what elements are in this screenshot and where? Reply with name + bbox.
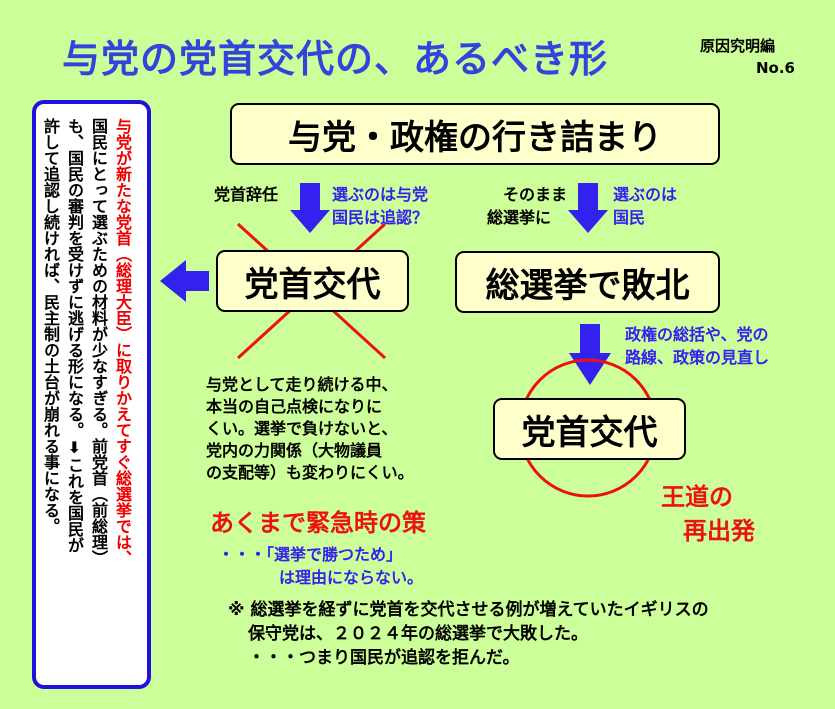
footnote-line: ・・・つまり国民が追認を拒んだ。 [248,648,520,668]
left-path-note-2: 国民は追認？ [332,208,429,227]
right-path-label-2: 総選挙に [487,208,552,227]
emergency-measure-heading: あくまで緊急時の策 [210,509,426,537]
arrow-down-left-icon [290,183,330,233]
footnote-line: 保守党は、２０２４年の総選挙で大敗した。 [248,624,588,644]
series-label: 原因究明編 [700,37,776,55]
body-line: 党内の力関係（大物議員 [206,441,383,460]
royal-line-2: 再出発 [683,517,755,545]
election-defeat-box: 総選挙で敗北 [455,251,720,313]
body-line: の支配等）も変わりにくい。 [206,463,414,482]
body-text: 与党として走り続ける中、 本当の自己点検になりに くい。選挙で負けないと、 党内… [206,374,414,484]
left-box-column-3: も、国民の審判を受けずに逃げる形になる。⬇これを国民が [65,118,84,553]
arrow-down-defeat-icon [569,324,611,385]
footnote-line: ※ 総選挙を経ずに党首を交代させる例が増えていたイギリスの [228,600,709,620]
body-line: 与党として走り続ける中、 [206,375,398,394]
emphasis-note-2: は理由にならない。 [279,568,424,587]
leader-change-box: 党首交代 [216,250,409,312]
resign-label: 党首辞任 [214,185,279,204]
left-explanation-box: 与党が新たな党首（総理大臣）に取りかえてすぐ総選挙では、 国民にとって選ぶための… [32,100,151,689]
body-line: 本当の自己点検になりに [206,397,383,416]
body-line: くい。選挙で負けないと、 [206,419,398,438]
leader-change-box-2: 党首交代 [493,398,686,460]
right-path-note-2: 国民 [613,208,646,227]
stalemate-box: 与党・政権の行き詰まり [230,103,720,165]
left-box-column-2: 国民にとって選ぶための材料が少なすぎる。前党首（前総理） [89,118,108,566]
right-path-note-1: 選ぶのは [613,185,678,204]
left-path-note-1: 選ぶのは与党 [332,185,429,204]
issue-number: No.6 [756,59,795,77]
left-box-column-4: 許して追認し続ければ、民主制の土台が崩れる事になる。 [41,118,60,534]
footnote: ※ 総選挙を経ずに党首を交代させる例が増えていたイギリスの 保守党は、２０２４年… [228,598,709,670]
arrow-down-right-icon [568,183,608,233]
left-box-column-1: 与党が新たな党首（総理大臣）に取りかえてすぐ総選挙では、 [113,118,132,566]
page-title: 与党の党首交代の、あるべき形 [62,37,609,81]
arrow-left-icon [160,260,209,302]
emphasis-note-1: ・・・「選挙で勝つため」 [218,545,403,564]
royal-road-label: 王道の 再出発 [655,480,755,548]
royal-line-1: 王道の [661,483,733,511]
defeat-note-1: 政権の総括や、党の [625,325,769,344]
right-path-label-1: そのまま [503,185,568,204]
defeat-note-2: 路線、政策の見直し [625,348,770,367]
